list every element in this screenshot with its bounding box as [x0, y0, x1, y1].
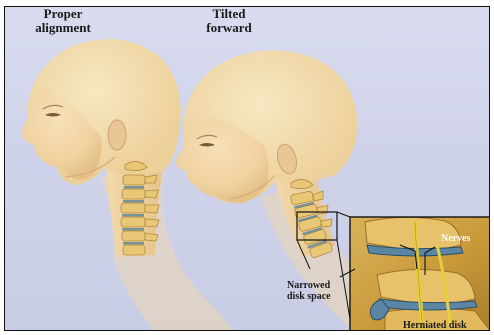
narrowed-disk-label: Narrowed disk space [287, 280, 331, 302]
tilted-forward-caption: Tilted forward [201, 7, 257, 35]
illustration-panel: Proper alignment Tilted forward Nerves N… [4, 6, 490, 331]
proper-alignment-caption: Proper alignment [31, 7, 95, 35]
spine-posture-illustration [5, 7, 490, 331]
proper-caption-line1: Proper [44, 6, 83, 21]
nerves-label: Nerves [441, 233, 470, 244]
tilted-caption-line1: Tilted [213, 6, 246, 21]
narrowed-label-line2: disk space [287, 291, 331, 302]
narrowed-label-line1: Narrowed [287, 280, 330, 291]
herniated-disk-label: Herniated disk [403, 320, 467, 331]
tilted-caption-line2: forward [206, 20, 252, 35]
proper-caption-line2: alignment [35, 20, 91, 35]
